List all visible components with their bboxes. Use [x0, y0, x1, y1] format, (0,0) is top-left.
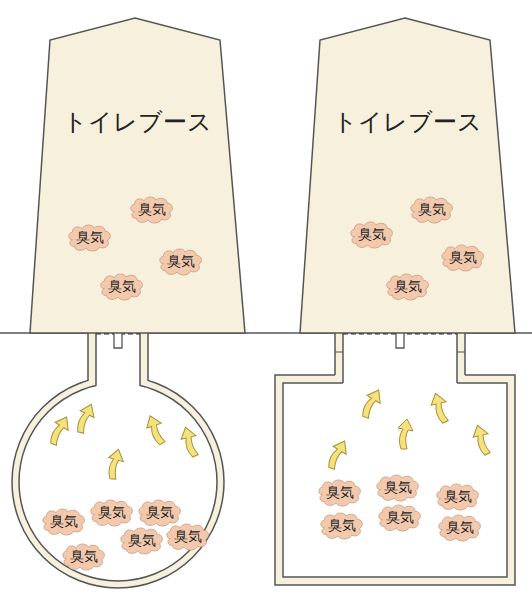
- toilet-booth: トイレブース臭気臭気臭気臭気: [30, 18, 245, 333]
- odor-label: 臭気: [40, 514, 88, 529]
- odor-label: 臭気: [88, 505, 136, 520]
- odor-label: 臭気: [136, 505, 184, 520]
- odor-label: 臭気: [436, 520, 484, 535]
- odor-label: 臭気: [164, 529, 212, 544]
- odor-label: 臭気: [384, 279, 432, 294]
- odor-label: 臭気: [157, 254, 205, 269]
- rise-arrow: [107, 306, 129, 348]
- odor-cloud: 臭気: [98, 272, 146, 302]
- booth-label: トイレブース: [300, 106, 515, 138]
- odor-cloud: 臭気: [318, 511, 366, 541]
- odor-cloud: 臭気: [40, 507, 88, 537]
- odor-cloud: 臭気: [439, 243, 487, 273]
- odor-cloud: 臭気: [88, 498, 136, 528]
- odor-cloud: 臭気: [374, 473, 422, 503]
- odor-cloud: 臭気: [316, 478, 364, 508]
- odor-label: 臭気: [318, 518, 366, 533]
- odor-label: 臭気: [374, 480, 422, 495]
- odor-cloud: 臭気: [434, 482, 482, 512]
- odor-cloud: 臭気: [60, 542, 108, 572]
- odor-cloud: 臭気: [436, 513, 484, 543]
- odor-cloud: 臭気: [164, 522, 212, 552]
- round-tank: [12, 333, 224, 588]
- toilet-booth: トイレブース臭気臭気臭気臭気: [300, 18, 515, 333]
- odor-cloud: 臭気: [66, 223, 114, 253]
- odor-label: 臭気: [439, 250, 487, 265]
- rise-arrow: [389, 306, 411, 348]
- odor-label: 臭気: [376, 510, 424, 525]
- odor-label: 臭気: [60, 549, 108, 564]
- odor-label: 臭気: [118, 533, 166, 548]
- odor-cloud: 臭気: [118, 526, 166, 556]
- odor-label: 臭気: [316, 485, 364, 500]
- odor-flow-arrows: [48, 387, 496, 480]
- odor-label: 臭気: [66, 230, 114, 245]
- odor-label: 臭気: [348, 227, 396, 242]
- odor-label: 臭気: [98, 279, 146, 294]
- odor-cloud: 臭気: [376, 503, 424, 533]
- odor-label: 臭気: [408, 202, 456, 217]
- booth-label: トイレブース: [30, 106, 245, 138]
- odor-label: 臭気: [128, 202, 176, 217]
- odor-label: 臭気: [434, 489, 482, 504]
- odor-cloud: 臭気: [408, 195, 456, 225]
- odor-cloud: 臭気: [384, 272, 432, 302]
- odor-cloud: 臭気: [136, 498, 184, 528]
- box-tank: [275, 333, 515, 585]
- odor-cloud: 臭気: [348, 220, 396, 250]
- odor-cloud: 臭気: [157, 247, 205, 277]
- odor-cloud: 臭気: [128, 195, 176, 225]
